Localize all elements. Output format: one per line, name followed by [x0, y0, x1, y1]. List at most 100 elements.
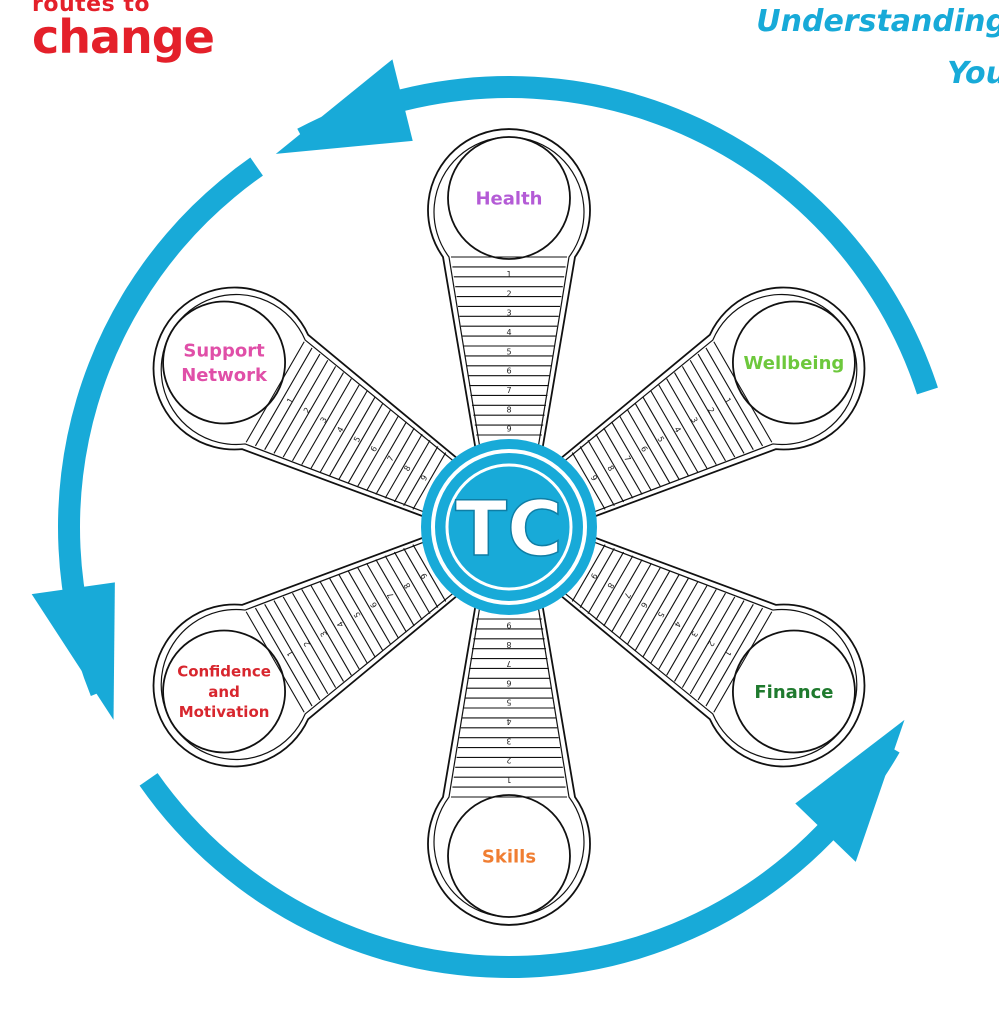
step-number-5: 5	[656, 610, 666, 619]
spoke-rung	[595, 555, 634, 621]
logo-word-change: change	[32, 10, 215, 64]
step-number-7: 7	[622, 454, 632, 463]
spoke-rung	[245, 341, 305, 443]
step-number-7: 7	[506, 386, 511, 395]
step-number-9: 9	[419, 474, 429, 483]
step-number-6: 6	[369, 445, 379, 454]
step-number-2: 2	[302, 639, 312, 648]
spoke-rung	[642, 577, 689, 658]
step-number-6: 6	[506, 367, 511, 376]
step-number-1: 1	[723, 649, 733, 658]
step-number-9: 9	[506, 620, 511, 629]
spoke-rung	[292, 372, 344, 462]
step-number-7: 7	[386, 591, 396, 600]
step-number-3: 3	[689, 629, 699, 638]
step-number-5: 5	[656, 435, 666, 444]
spoke-rung	[634, 574, 680, 651]
spoke-rung	[674, 372, 726, 462]
center-badge-text: TC	[455, 484, 563, 573]
step-number-2: 2	[506, 756, 511, 765]
spoke-rung	[681, 366, 736, 458]
spoke-circle	[447, 136, 571, 260]
spoke-label-line: Motivation	[179, 703, 270, 721]
spoke-rung	[658, 585, 708, 670]
spoke-rung	[587, 551, 625, 615]
spoke-rung	[713, 611, 773, 713]
spoke-rung	[338, 574, 384, 651]
step-number-5: 5	[506, 347, 511, 356]
spoke-rung	[571, 544, 606, 602]
routes-to-change-logo: routes to change	[32, 0, 215, 64]
spoke-label-line: Skills	[482, 846, 536, 867]
spokes-group: 123456789Health123456789Wellbeing1234567…	[152, 128, 866, 926]
spoke-rung	[403, 446, 439, 506]
step-number-8: 8	[506, 640, 511, 649]
spoke-rung	[713, 341, 773, 443]
spoke-rung	[375, 559, 415, 627]
spoke-label-line: Confidence	[177, 663, 271, 681]
step-number-1: 1	[506, 775, 511, 784]
spoke-rung	[705, 607, 764, 707]
spoke-rung	[292, 592, 344, 682]
center-ring	[431, 449, 587, 605]
spoke-rung	[412, 452, 447, 510]
spoke-rung	[310, 585, 360, 670]
step-number-1: 1	[285, 396, 295, 405]
step-number-9: 9	[506, 425, 511, 434]
step-number-1: 1	[285, 649, 295, 658]
spoke-rung	[301, 589, 352, 676]
spoke-rung	[611, 421, 652, 492]
spoke-label-line: Wellbeing	[744, 353, 845, 374]
step-number-3: 3	[506, 309, 511, 318]
step-number-7: 7	[622, 591, 632, 600]
spoke-circle	[162, 300, 286, 425]
spoke-circle	[732, 300, 856, 425]
spoke-label-line: Support	[183, 341, 265, 362]
spoke-rung	[375, 427, 415, 495]
step-number-9: 9	[419, 572, 429, 581]
logo-word-routes: routes	[32, 0, 116, 17]
left-cycle-arrow-head	[31, 582, 115, 720]
step-number-9: 9	[589, 474, 599, 483]
spoke-rung	[310, 384, 360, 469]
spoke-rung	[634, 403, 680, 480]
spoke-rung	[347, 409, 392, 484]
spoke-label-finance: Finance	[754, 682, 833, 703]
spoke-rung	[618, 566, 662, 639]
spoke-rung	[273, 359, 329, 454]
spoke-rung	[571, 452, 606, 510]
cycle-arrows	[31, 59, 938, 978]
center-badge: TC	[421, 439, 597, 615]
step-number-1: 1	[723, 396, 733, 405]
spoke-label-skills: Skills	[482, 846, 536, 867]
spoke-circle	[732, 629, 856, 754]
spoke-label-line: Finance	[754, 682, 833, 703]
spoke-rung	[245, 611, 305, 713]
step-number-8: 8	[605, 464, 615, 473]
step-number-3: 3	[689, 416, 699, 425]
title-line-2: You	[947, 56, 999, 91]
step-number-6: 6	[506, 678, 511, 687]
spoke-label-line: and	[208, 683, 240, 701]
spoke-rung	[254, 347, 313, 447]
spoke-rung	[689, 359, 745, 454]
step-number-4: 4	[335, 425, 345, 434]
step-number-4: 4	[672, 620, 682, 629]
spoke-rung	[254, 607, 313, 707]
spoke-rung	[618, 415, 662, 488]
spoke-rung	[697, 604, 754, 701]
bottom-cycle-arrow-head	[795, 719, 905, 862]
spoke-rung	[403, 548, 439, 608]
spoke-rung	[666, 589, 717, 676]
spoke-rung	[626, 570, 671, 645]
step-number-7: 7	[506, 659, 511, 668]
spoke-rung	[674, 592, 726, 682]
step-number-5: 5	[506, 698, 511, 707]
spoke-circle	[162, 629, 286, 754]
spoke-rung	[384, 433, 423, 499]
